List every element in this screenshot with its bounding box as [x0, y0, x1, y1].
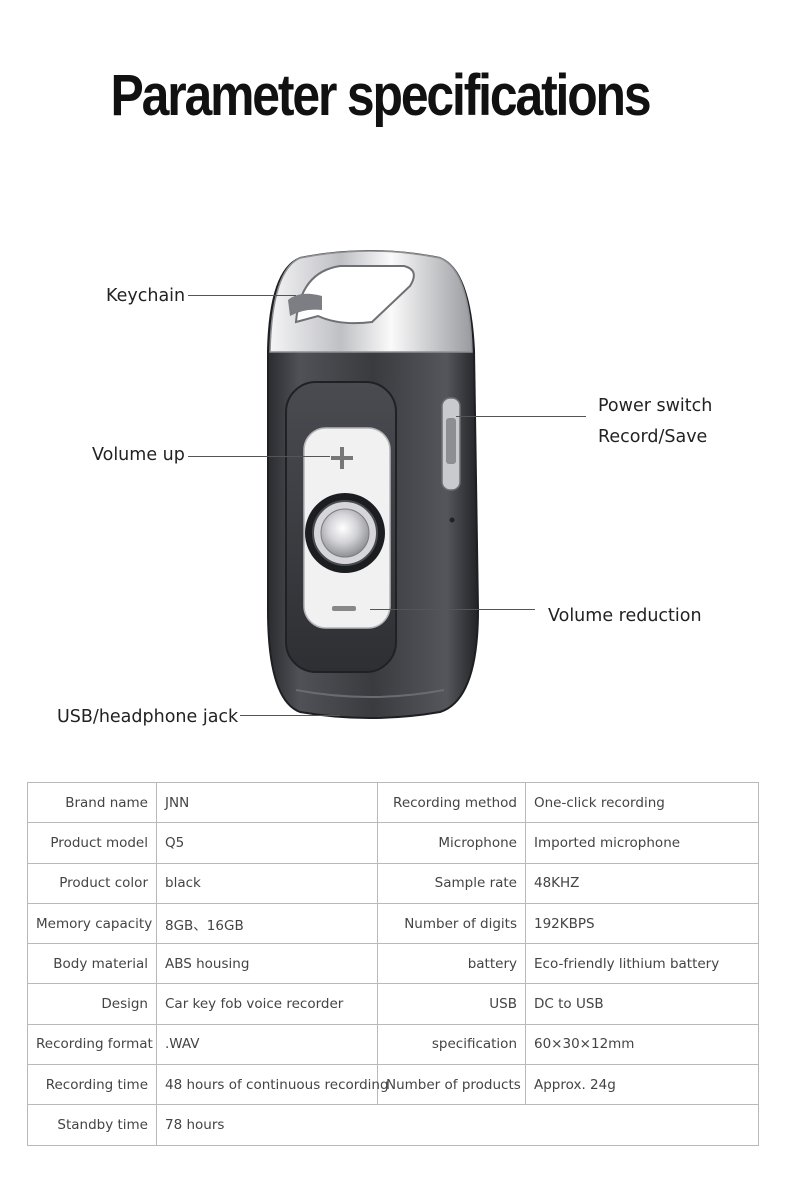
minus-icon — [332, 606, 356, 611]
spec-label: Standby time — [27, 1104, 157, 1146]
callout-power-switch: Power switch — [598, 396, 713, 416]
spec-label: Brand name — [27, 781, 157, 824]
spec-label: Recording method — [377, 781, 526, 824]
spec-label: Number of products — [377, 1064, 526, 1106]
table-row: Standby time 78 hours — [27, 1104, 759, 1146]
spec-value: JNN — [156, 781, 378, 824]
table-row: Memory capacity 8GB、16GB Number of digit… — [27, 902, 759, 945]
spec-label: Product color — [27, 862, 157, 904]
spec-value: Imported microphone — [525, 822, 759, 864]
spec-label: Recording format — [27, 1023, 157, 1066]
spec-value: DC to USB — [525, 983, 759, 1025]
callout-volume-up: Volume up — [92, 445, 185, 465]
spec-label: Body material — [27, 943, 157, 985]
voice-recorder-illustration — [267, 250, 480, 719]
spec-label: Recording time — [27, 1064, 157, 1106]
spec-label: Microphone — [377, 822, 526, 864]
table-row: Recording format .WAV specification 60×3… — [27, 1023, 759, 1066]
table-row: Product color black Sample rate 48KHZ — [27, 862, 759, 904]
spec-value: Q5 — [156, 822, 378, 864]
spec-value: One-click recording — [525, 781, 759, 824]
callout-volume-reduction: Volume reduction — [548, 606, 702, 626]
spec-value: 8GB、16GB — [156, 902, 378, 945]
spec-value: 60×30×12mm — [525, 1023, 759, 1066]
spec-value: Eco-friendly lithium battery — [525, 943, 759, 985]
table-row: Product model Q5 Microphone Imported mic… — [27, 822, 759, 864]
spec-value: 78 hours — [156, 1104, 759, 1146]
spec-label: Product model — [27, 822, 157, 864]
callout-volume-reduction-line — [370, 609, 535, 610]
spec-value: Approx. 24g — [525, 1064, 759, 1106]
table-row: Design Car key fob voice recorder USB DC… — [27, 983, 759, 1025]
callout-keychain-line — [188, 295, 296, 296]
spec-value: 48KHZ — [525, 862, 759, 904]
spec-label: Number of digits — [377, 902, 526, 945]
spec-label: Memory capacity — [27, 902, 157, 945]
spec-value: 48 hours of continuous recording — [156, 1064, 389, 1106]
table-row: Body material ABS housing battery Eco-fr… — [27, 943, 759, 985]
spec-value: .WAV — [156, 1023, 378, 1066]
callout-record-save: Record/Save — [598, 427, 708, 447]
device-diagram: Keychain Volume up Power switch Record/S… — [0, 230, 785, 750]
page-title: Parameter specifications — [110, 63, 652, 128]
spec-value: black — [156, 862, 378, 904]
spec-value: ABS housing — [156, 943, 378, 985]
table-row: Recording time 48 hours of continuous re… — [27, 1064, 759, 1106]
spec-label: USB — [377, 983, 526, 1025]
spec-label: specification — [377, 1023, 526, 1066]
callout-keychain: Keychain — [106, 286, 186, 306]
callout-volume-up-line — [188, 456, 330, 457]
callout-usb-jack-line — [240, 715, 340, 716]
spec-value: Car key fob voice recorder — [156, 983, 378, 1025]
callout-usb-jack: USB/headphone jack — [57, 707, 239, 727]
specification-table: Brand name JNN Recording method One-clic… — [27, 781, 759, 1146]
table-row: Brand name JNN Recording method One-clic… — [27, 781, 759, 824]
callout-power-switch-line — [456, 416, 586, 417]
spec-label: battery — [377, 943, 526, 985]
spec-label: Design — [27, 983, 157, 1025]
spec-label: Sample rate — [377, 862, 526, 904]
spec-value: 192KBPS — [525, 902, 759, 945]
